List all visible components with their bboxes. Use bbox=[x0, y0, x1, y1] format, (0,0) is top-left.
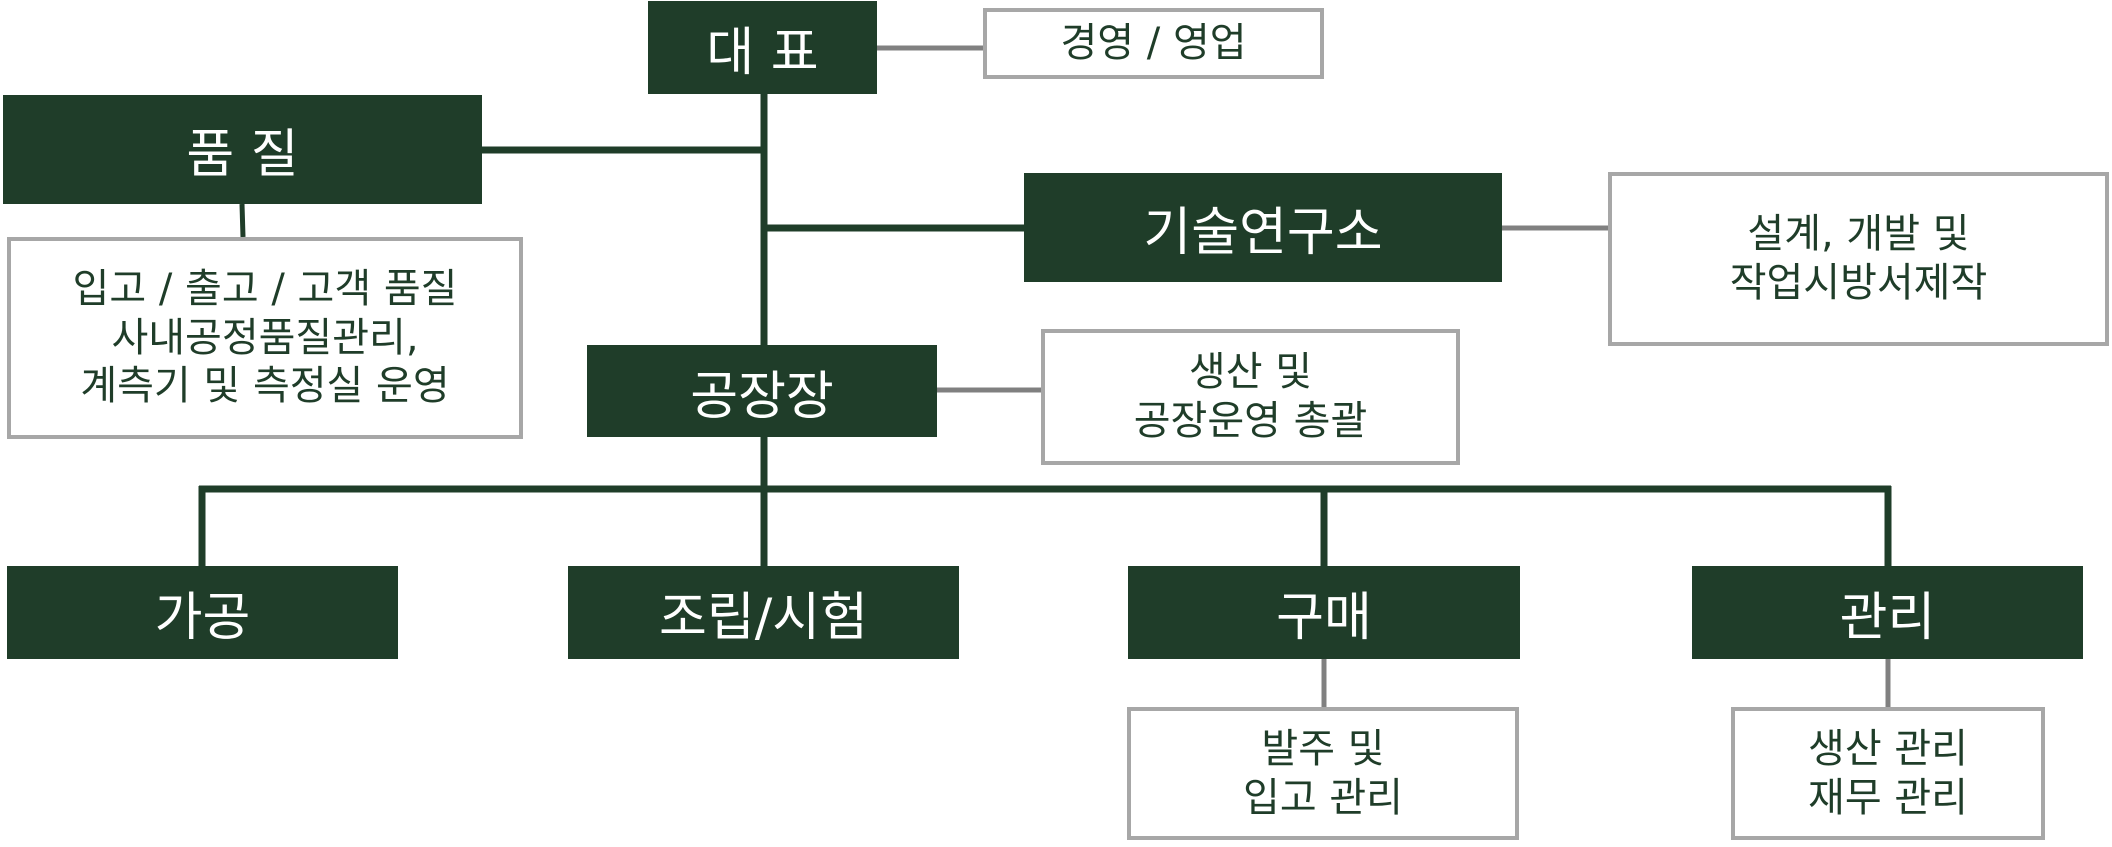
management-box: 관리 bbox=[1692, 566, 2083, 659]
quality-desc-box: 입고 / 출고 / 고객 품질 사내공정품질관리, 계측기 및 측정실 운영 bbox=[7, 237, 523, 439]
management-desc-box: 생산 관리 재무 관리 bbox=[1731, 707, 2045, 840]
rnd-box: 기술연구소 bbox=[1024, 173, 1502, 282]
purchasing-desc-box: 발주 및 입고 관리 bbox=[1127, 707, 1519, 840]
quality-desc-line bbox=[239, 203, 246, 238]
plant-manager-box: 공장장 bbox=[587, 345, 937, 437]
purchasing-box: 구매 bbox=[1128, 566, 1520, 659]
rnd-desc-box: 설계, 개발 및 작업시방서제작 bbox=[1608, 172, 2109, 346]
plant-desc-box: 생산 및 공장운영 총괄 bbox=[1041, 329, 1460, 465]
ceo-desc-box: 경영 / 영업 bbox=[983, 8, 1324, 79]
assembly-box: 조립/시험 bbox=[568, 566, 959, 659]
ceo-box: 대 표 bbox=[648, 1, 877, 94]
quality-box: 품 질 bbox=[3, 95, 482, 204]
machining-box: 가공 bbox=[7, 566, 398, 659]
